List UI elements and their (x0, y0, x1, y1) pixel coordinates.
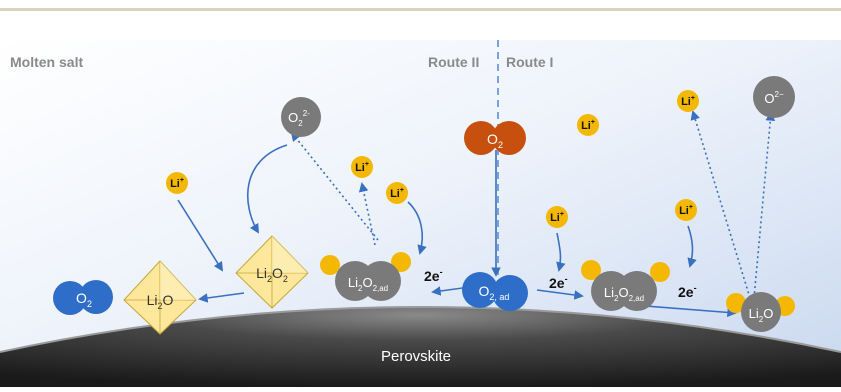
svg-text:Li+: Li+ (550, 211, 564, 224)
li-ion: Li+ (675, 199, 697, 221)
svg-text:O2, ad: O2, ad (479, 283, 510, 302)
li2o2-adsorbed-right: Li2O2,ad (581, 260, 670, 311)
li-ion: Li+ (386, 182, 408, 204)
svg-text:Li+: Li+ (681, 95, 695, 108)
li2o2-adsorbed-left: Li2O2,ad (320, 252, 411, 301)
arrow-li-to-li2o (687, 225, 697, 268)
peroxide-ion: O22- (281, 97, 321, 137)
svg-text:Li+: Li+ (390, 187, 404, 200)
svg-text:Li+: Li+ (679, 204, 693, 217)
arrow-to-li2o-crystal (198, 292, 245, 303)
svg-text:Li2O: Li2O (147, 292, 174, 311)
electron-label-right-a: 2e- (549, 274, 568, 291)
arrow-li-to-ad-left (407, 201, 427, 255)
li-ion: Li+ (577, 114, 599, 136)
svg-text:Li2O2,ad: Li2O2,ad (348, 275, 388, 293)
svg-text:O2: O2 (76, 290, 92, 309)
electron-label-right-b: 2e- (678, 283, 697, 300)
li2o-crystal: Li2O (123, 260, 197, 335)
route-2-label: Route II (428, 54, 479, 70)
route-1-label: Route I (506, 54, 553, 70)
arrow-to-li2o2-ad-right (536, 289, 584, 300)
svg-text:Li2O2,ad: Li2O2,ad (604, 285, 644, 303)
svg-text:Li+: Li+ (581, 119, 595, 132)
molten-salt-label: Molten salt (10, 54, 83, 70)
svg-text:O22-: O22- (288, 109, 310, 128)
o2-free-molecule: O2 (53, 280, 113, 315)
li-ion: Li+ (546, 206, 568, 228)
svg-text:O2: O2 (487, 131, 503, 150)
li2o-surface: Li2O (726, 292, 795, 332)
svg-text:Li+: Li+ (355, 161, 369, 174)
svg-text:Li2O: Li2O (749, 306, 774, 324)
electron-label-left: 2e- (424, 267, 443, 284)
svg-text:Li+: Li+ (170, 177, 184, 190)
arrow-dissolution-li (358, 182, 376, 246)
arrows (177, 110, 776, 318)
li2o2-crystal: Li2O2 (235, 235, 309, 309)
svg-text:Li2O2: Li2O2 (256, 265, 288, 284)
li-ion: Li+ (166, 172, 188, 194)
oxide-ion: O2− (753, 76, 795, 118)
li-ion: Li+ (351, 156, 373, 178)
arrow-to-li2o (632, 304, 737, 318)
arrow-li-to-ad-right (556, 232, 566, 272)
li-ion: Li+ (677, 90, 699, 112)
arrow-li-to-crystal (177, 199, 224, 272)
perovskite-label: Perovskite (381, 348, 451, 365)
svg-text:O2−: O2− (764, 90, 784, 106)
arrow-dissolution-oxide (753, 111, 776, 299)
substrate-edge (0, 306, 841, 353)
arrow-peroxide-to-crystal (247, 144, 288, 234)
o2-gas-molecule: O2 (464, 121, 526, 155)
o2-adsorbed-molecule: O2, ad (462, 272, 528, 311)
perovskite-substrate (0, 307, 841, 387)
top-rule (0, 8, 841, 11)
